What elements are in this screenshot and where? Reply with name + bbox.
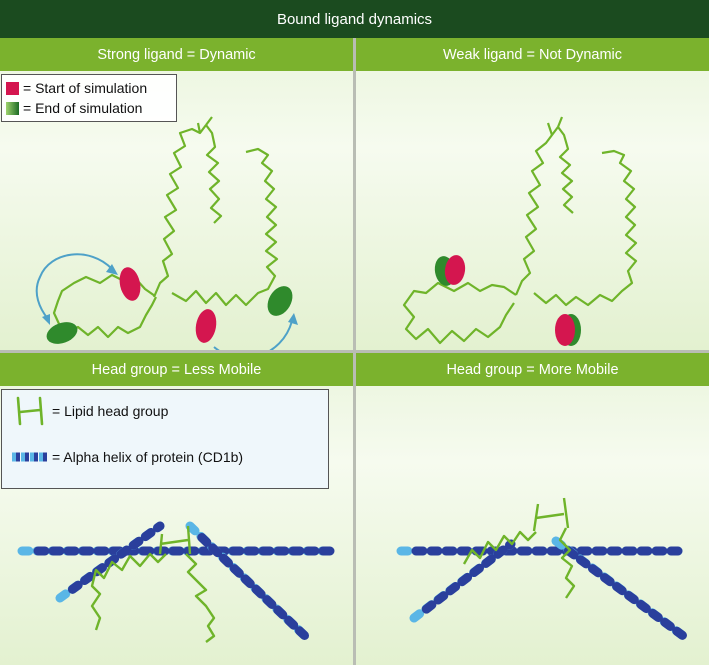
lipid-tail (558, 527, 576, 599)
lipid-ligand (462, 497, 576, 599)
lipid-tail (205, 124, 223, 224)
lipid-head-group (532, 497, 570, 532)
horizontal-divider (0, 350, 709, 353)
alpha-helix (557, 541, 691, 643)
weak-ligand-diagram (402, 116, 638, 346)
start-marker (555, 314, 575, 346)
start-swatch (6, 81, 19, 95)
lipid-tail (152, 124, 207, 298)
lipid-tail (462, 530, 537, 565)
alpha-helix (191, 527, 310, 641)
alpha-helix (415, 539, 516, 619)
panel-title: Head group = More Mobile (356, 353, 709, 386)
lipid-ligand (90, 525, 216, 643)
end-swatch (6, 101, 19, 115)
panel-strong-ligand: Strong ligand = Dynamic (0, 38, 353, 350)
head-group-more-mobile-diagram (396, 497, 691, 643)
panel-head-group-more-mobile: Head group = More Mobile (356, 353, 709, 665)
start-markers (119, 267, 217, 343)
alpha-helices (396, 536, 691, 643)
lipid-tail (196, 116, 213, 134)
legend-structure: = Lipid head group = Alpha helix of prot… (1, 389, 329, 489)
panel-head-group-less-mobile: Head group = Less Mobile = Lipi (0, 353, 353, 665)
start-marker (195, 309, 217, 343)
arrowhead (288, 313, 298, 325)
lipid-tail (533, 149, 638, 307)
legend-end-label: = End of simulation (23, 100, 143, 116)
panel-title: Strong ligand = Dynamic (0, 38, 353, 71)
movement-arrows (35, 253, 293, 350)
panel-title: Head group = Less Mobile (0, 353, 353, 386)
arrowhead (42, 314, 50, 325)
end-marker (267, 286, 293, 316)
legend-head-group-label: = Lipid head group (52, 403, 169, 419)
movement-arrow (213, 320, 293, 350)
alpha-helices (17, 521, 340, 641)
legend-helix-label: = Alpha helix of protein (CD1b) (52, 449, 244, 465)
lipid-tail (90, 552, 167, 631)
start-marker (119, 267, 141, 301)
alpha-helix (61, 521, 165, 599)
lipid-head-group-icon (16, 396, 44, 426)
movement-arrow (35, 253, 113, 320)
head-group-less-mobile-diagram (17, 521, 340, 643)
lipid-head-group (158, 525, 192, 555)
end-marker (46, 322, 78, 344)
legend-start-label: = Start of simulation (23, 80, 148, 96)
lipid-tail (185, 553, 216, 643)
lipid-tail (402, 281, 517, 345)
figure-title: Bound ligand dynamics (0, 0, 709, 38)
lipid-tail (171, 147, 279, 307)
strong-ligand-diagram (35, 116, 298, 350)
end-markers (46, 286, 293, 344)
legend-simulation: = Start of simulation = End of simulatio… (1, 74, 177, 122)
lipid-tail (514, 126, 559, 296)
lipid-tail (546, 116, 564, 136)
panel-title: Weak ligand = Not Dynamic (356, 38, 709, 71)
panel-weak-ligand: Weak ligand = Not Dynamic (356, 38, 709, 350)
lipid-tail (557, 126, 574, 214)
alpha-helix-icon (12, 452, 48, 462)
start-marker (444, 255, 466, 285)
arrowhead (106, 264, 118, 275)
